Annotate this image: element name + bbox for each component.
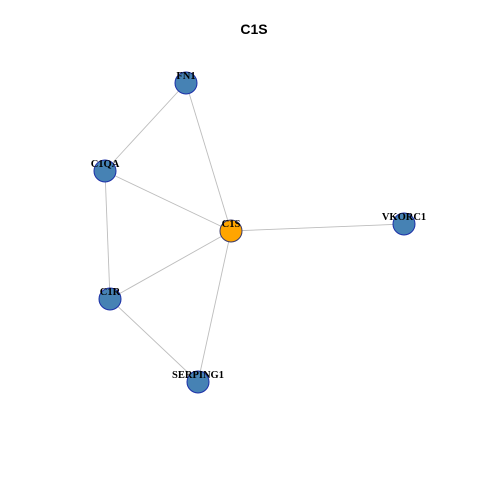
edge-c1r-serping1 [109, 298, 199, 383]
edge-layer [104, 82, 405, 383]
edge-c1qa-c1s [104, 170, 232, 232]
edge-c1s-serping1 [197, 230, 232, 383]
edge-c1s-vkorc1 [230, 223, 405, 232]
node-label-c1s: C1S [222, 219, 241, 230]
edge-fn1-c1qa [104, 82, 187, 172]
node-c1qa [93, 159, 117, 183]
node-label-fn1: FN1 [176, 71, 195, 82]
node-vkorc1 [392, 212, 416, 236]
node-label-vkorc1: VKORC1 [382, 212, 426, 223]
edge-fn1-c1s [185, 82, 232, 232]
edge-c1qa-c1r [104, 170, 111, 300]
node-label-c1r: C1R [100, 287, 121, 298]
node-serping1 [186, 370, 210, 394]
edge-c1s-c1r [109, 230, 232, 300]
node-label-c1qa: C1QA [91, 159, 120, 170]
node-fn1 [174, 71, 198, 95]
node-c1s [219, 219, 243, 243]
node-c1r [98, 287, 122, 311]
graph-title: C1S [240, 21, 268, 37]
node-label-serping1: SERPING1 [172, 370, 224, 381]
node-layer [93, 71, 416, 394]
